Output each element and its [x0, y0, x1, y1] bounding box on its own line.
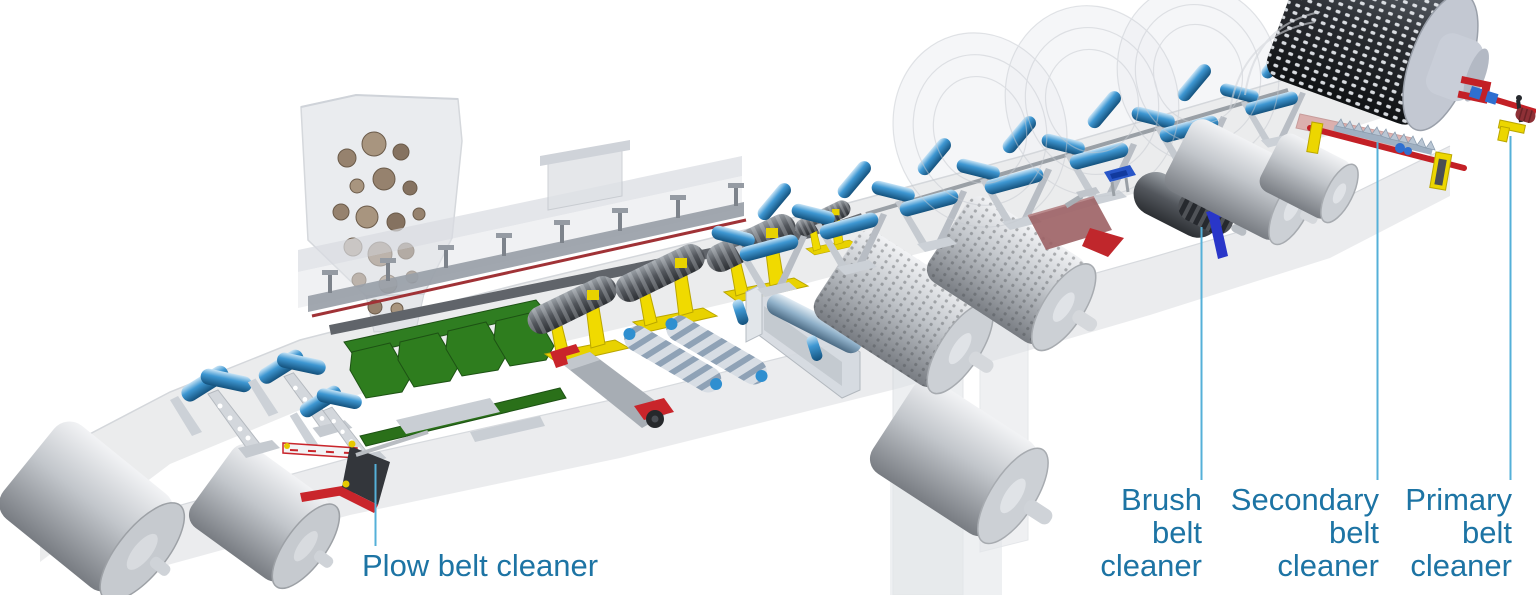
- discharge-ghost-arcs: [1229, 11, 1321, 111]
- secondary-belt-cleaner-label: Secondary belt cleaner: [1230, 482, 1379, 583]
- brush-belt-cleaner-label: Brush belt cleaner: [1100, 482, 1202, 583]
- head-pulley: [1266, 0, 1489, 132]
- skirt-clamps: [322, 183, 744, 293]
- tail-pulley: [0, 421, 186, 595]
- skirtboard: [298, 140, 863, 335]
- spiral-return-roller: [623, 325, 723, 393]
- return-roller: [188, 443, 341, 590]
- primary-belt-cleaner-label: Primary belt cleaner: [1405, 482, 1512, 583]
- inlet-chimney: [540, 140, 630, 211]
- perforated-pulley: [926, 196, 1098, 352]
- dribble-tray: [550, 344, 674, 428]
- return-v-plow: [1027, 187, 1124, 257]
- plow-belt-cleaner: [282, 430, 429, 513]
- bend-pulley: [869, 378, 1053, 545]
- primary-belt-cleaner: [1457, 76, 1536, 143]
- cleaner-blades: [1335, 118, 1436, 151]
- plow-belt-cleaner-label: Plow belt cleaner: [362, 548, 599, 583]
- secondary-belt-cleaner: [1295, 113, 1467, 191]
- training-idler-frame: [732, 283, 862, 399]
- spiral-return-roller: [665, 315, 768, 385]
- belt-clamp: [1104, 165, 1136, 197]
- return-roller: [1259, 133, 1359, 224]
